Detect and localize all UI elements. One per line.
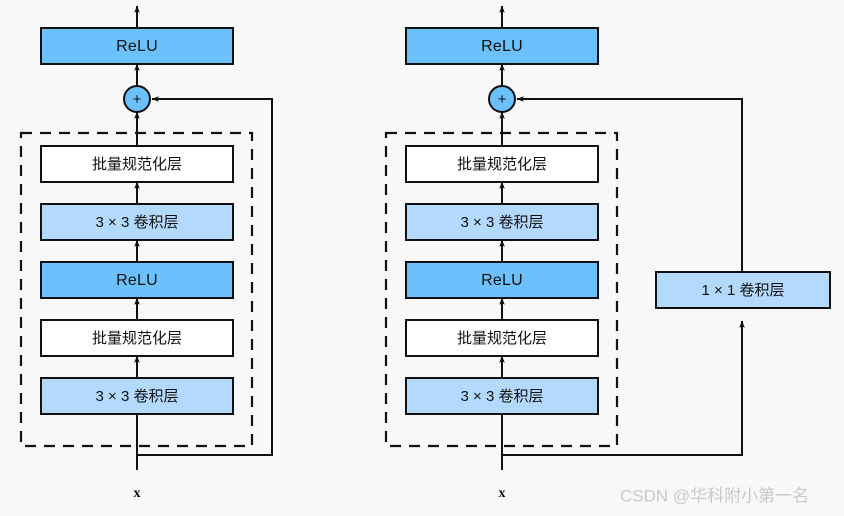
right-conv-1-box[interactable]	[405, 377, 599, 415]
right-residual-block: ReLU + 批量规范化层 3 × 3 卷积层 ReLU 批量规范化层 3 × …	[384, 5, 831, 501]
left-relu-output-label: ReLU	[116, 38, 158, 55]
left-conv-1-label: 3 × 3 卷积层	[96, 388, 179, 405]
left-batch-norm-2-label: 批量规范化层	[92, 156, 182, 173]
right-relu-output-label: ReLU	[481, 38, 523, 55]
right-adder-label: +	[498, 91, 507, 108]
left-conv-2-label: 3 × 3 卷积层	[96, 214, 179, 231]
left-conv-1-box[interactable]	[40, 377, 234, 415]
right-edge-shortcut-to-conv1x1	[502, 320, 745, 456]
left-adder-label: +	[133, 91, 142, 108]
right-conv-2-box[interactable]	[405, 203, 599, 241]
right-relu-output-box[interactable]	[405, 27, 599, 65]
right-relu-inner-label: ReLU	[481, 272, 523, 289]
left-relu-output-box[interactable]	[40, 27, 234, 65]
left-relu-inner-label: ReLU	[116, 272, 158, 289]
left-adder-node[interactable]	[123, 85, 151, 113]
right-conv-1x1-label: 1 × 1 卷积层	[702, 282, 785, 299]
right-batch-norm-2-box[interactable]	[405, 145, 599, 183]
left-batch-norm-2-box[interactable]	[40, 145, 234, 183]
left-relu-inner-box[interactable]	[40, 261, 234, 299]
left-batch-norm-1-label: 批量规范化层	[92, 330, 182, 347]
csdn-watermark: CSDN @华科附小第一名	[620, 486, 809, 505]
right-conv-1-label: 3 × 3 卷积层	[461, 388, 544, 405]
right-batch-norm-1-box[interactable]	[405, 319, 599, 357]
right-batch-norm-1-label: 批量规范化层	[457, 330, 547, 347]
left-conv-2-box[interactable]	[40, 203, 234, 241]
left-batch-norm-1-box[interactable]	[40, 319, 234, 357]
right-input-label: x	[499, 486, 506, 501]
right-relu-inner-box[interactable]	[405, 261, 599, 299]
left-input-label: x	[134, 486, 141, 501]
right-adder-node[interactable]	[488, 85, 516, 113]
right-conv-2-label: 3 × 3 卷积层	[461, 214, 544, 231]
right-edge-conv1x1-to-adder	[516, 96, 743, 272]
left-residual-block: ReLU + 批量规范化层 3 × 3 卷积层 ReLU 批量规范化层 3 × …	[19, 5, 273, 501]
right-batch-norm-2-label: 批量规范化层	[457, 156, 547, 173]
left-edge-identity-shortcut	[137, 96, 273, 456]
right-conv-1x1-box[interactable]	[655, 271, 831, 309]
